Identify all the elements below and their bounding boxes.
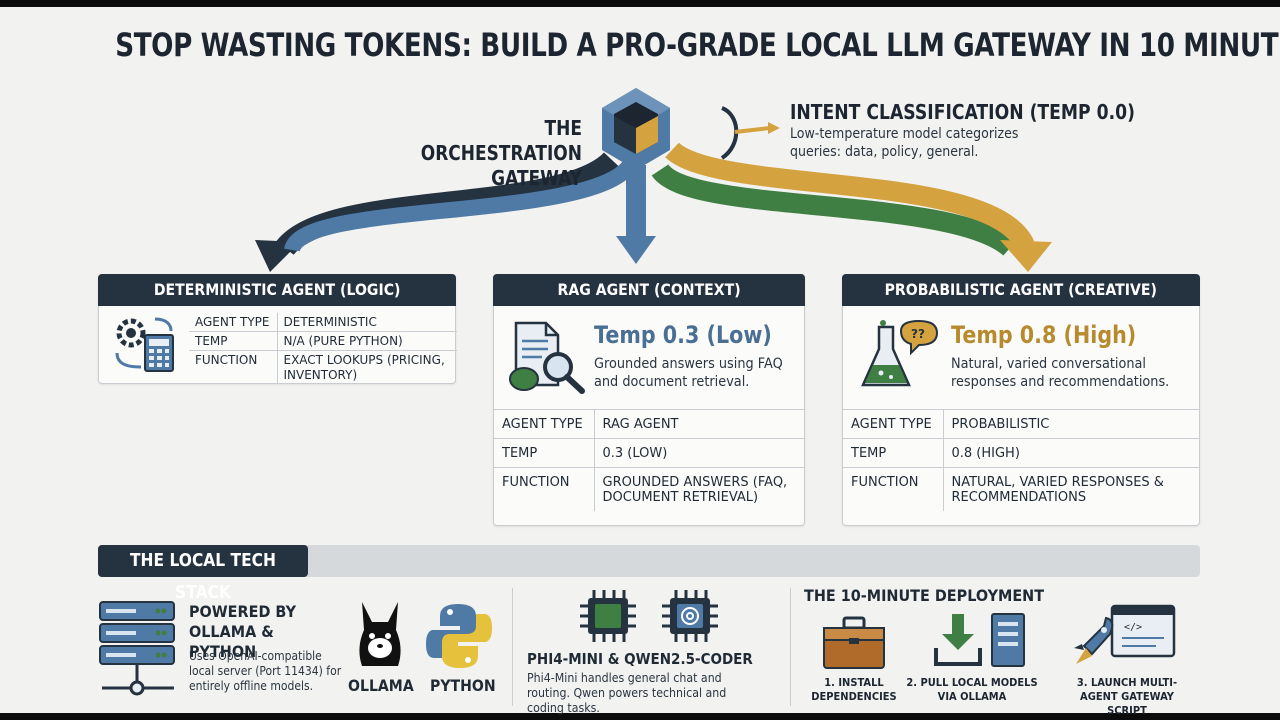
deployment-title: THE 10-MINUTE DEPLOYMENT [804, 586, 1045, 605]
top-border [0, 0, 1280, 7]
powered-by-description: Uses OpenAI-compatible local server (Por… [189, 649, 342, 693]
table-row: TEMP 0.3 (LOW) [494, 438, 804, 468]
rocket-code-icon: </> [1074, 604, 1176, 664]
probabilistic-description: Natural, varied conversational responses… [951, 356, 1170, 390]
python-logo-icon [426, 604, 492, 668]
table-row: AGENT TYPE PROBABILISTIC [843, 409, 1199, 439]
arrow-green [651, 163, 1017, 257]
deterministic-agent-table: AGENT TYPE DETERMINISTIC TEMP N/A (PURE … [189, 313, 457, 384]
server-stack-icon [99, 601, 175, 696]
stack-divider [512, 588, 513, 706]
download-server-icon [934, 613, 1025, 667]
rag-temp-label: Temp 0.3 (Low) [594, 321, 772, 349]
probabilistic-agent-header: PROBABILISTIC AGENT (CREATIVE) [842, 274, 1200, 306]
table-row: TEMP 0.8 (HIGH) [843, 438, 1199, 468]
table-row: FUNCTION NATURAL, VARIED RESPONSES & REC… [843, 467, 1199, 511]
table-row: AGENT TYPE DETERMINISTIC [189, 313, 457, 332]
gear-calculator-icon [115, 317, 174, 372]
table-value: NATURAL, VARIED RESPONSES & RECOMMENDATI… [943, 467, 1199, 511]
intent-description: Low-temperature model categorizes querie… [790, 126, 1019, 160]
table-value: RAG AGENT [594, 409, 804, 439]
tech-stack-label: THE LOCAL TECH STACK [98, 545, 308, 603]
table-value: 0.3 (LOW) [594, 438, 804, 468]
table-key: AGENT TYPE [189, 313, 278, 332]
table-key: TEMP [189, 331, 278, 351]
table-value: GROUNDED ANSWERS (FAQ, DOCUMENT RETRIEVA… [594, 467, 804, 511]
models-title: PHI4-MINI & QWEN2.5-CODER [527, 650, 753, 668]
deploy-step-2: 2. PULL LOCAL MODELS VIA OLLAMA [906, 676, 1038, 703]
document-magnifier-icon [509, 321, 585, 394]
intent-title: INTENT CLASSIFICATION (TEMP 0.0) [790, 100, 1135, 124]
table-value: N/A (PURE PYTHON) [277, 331, 457, 351]
rag-agent-card: RAG AGENT (CONTEXT) Temp 0.3 (Low) Groun… [493, 274, 805, 526]
svg-text:</>: </> [1124, 622, 1142, 633]
rag-agent-header: RAG AGENT (CONTEXT) [493, 274, 805, 306]
probabilistic-temp-label: Temp 0.8 (High) [951, 321, 1137, 349]
table-value: DETERMINISTIC [283, 315, 377, 329]
table-key: FUNCTION [494, 467, 595, 511]
table-key: FUNCTION [843, 467, 944, 511]
flask-speech-icon: ?? [861, 319, 939, 387]
rag-description: Grounded answers using FAQ and document … [594, 356, 783, 390]
cube-gateway-icon [602, 88, 670, 170]
toolbox-icon [823, 616, 885, 669]
arrow-head-probabilistic [1000, 240, 1052, 272]
bottom-border [0, 713, 1280, 720]
deploy-step-1: 1. INSTALL DEPENDENCIES [811, 676, 897, 703]
deterministic-agent-header: DETERMINISTIC AGENT (LOGIC) [98, 274, 456, 306]
table-key: AGENT TYPE [494, 409, 595, 439]
table-row: FUNCTION GROUNDED ANSWERS (FAQ, DOCUMENT… [494, 467, 804, 511]
chip-icon [580, 590, 636, 642]
table-key: TEMP [843, 438, 944, 468]
table-key: TEMP [494, 438, 595, 468]
deploy-step-3: 3. LAUNCH MULTI-AGENT GATEWAY SCRIPT [1076, 676, 1178, 717]
stack-divider [790, 588, 791, 706]
arrow-blue-left [284, 159, 637, 254]
table-row: TEMP N/A (PURE PYTHON) [189, 331, 457, 351]
models-description: Phi4-Mini handles general chat and routi… [527, 671, 727, 715]
svg-text:??: ?? [911, 327, 925, 341]
gateway-label: THE ORCHESTRATION GATEWAY [420, 116, 582, 190]
openai-chip-icon [662, 590, 718, 642]
table-key: AGENT TYPE [843, 409, 944, 439]
table-row: AGENT TYPE RAG AGENT [494, 409, 804, 439]
table-value: PROBABILISTIC [943, 409, 1199, 439]
python-label: PYTHON [430, 676, 496, 695]
table-row: FUNCTION EXACT LOOKUPS (PRICING, INVENTO… [189, 350, 457, 384]
arrow-probabilistic [665, 141, 1035, 251]
table-value: 0.8 (HIGH) [943, 438, 1199, 468]
intent-arrow-icon [720, 106, 780, 160]
powered-by-title: POWERED BY OLLAMA & PYTHON [189, 602, 297, 661]
ollama-label: OLLAMA [348, 676, 414, 695]
probabilistic-agent-card: PROBABILISTIC AGENT (CREATIVE) ?? Temp 0… [842, 274, 1200, 526]
deterministic-agent-card: DETERMINISTIC AGENT (LOGIC) AGENT TYPE D… [98, 274, 457, 384]
table-value: EXACT LOOKUPS (PRICING, INVENTORY) [277, 350, 457, 384]
rag-agent-table: AGENT TYPE RAG AGENT TEMP 0.3 (LOW) FUNC… [494, 409, 804, 511]
probabilistic-agent-table: AGENT TYPE PROBABILISTIC TEMP 0.8 (HIGH)… [843, 409, 1199, 511]
table-key: FUNCTION [189, 350, 278, 384]
page-title: STOP WASTING TOKENS: BUILD A PRO-GRADE L… [115, 26, 1280, 64]
arrow-head-rag [616, 236, 656, 264]
ollama-llama-icon [359, 602, 401, 666]
